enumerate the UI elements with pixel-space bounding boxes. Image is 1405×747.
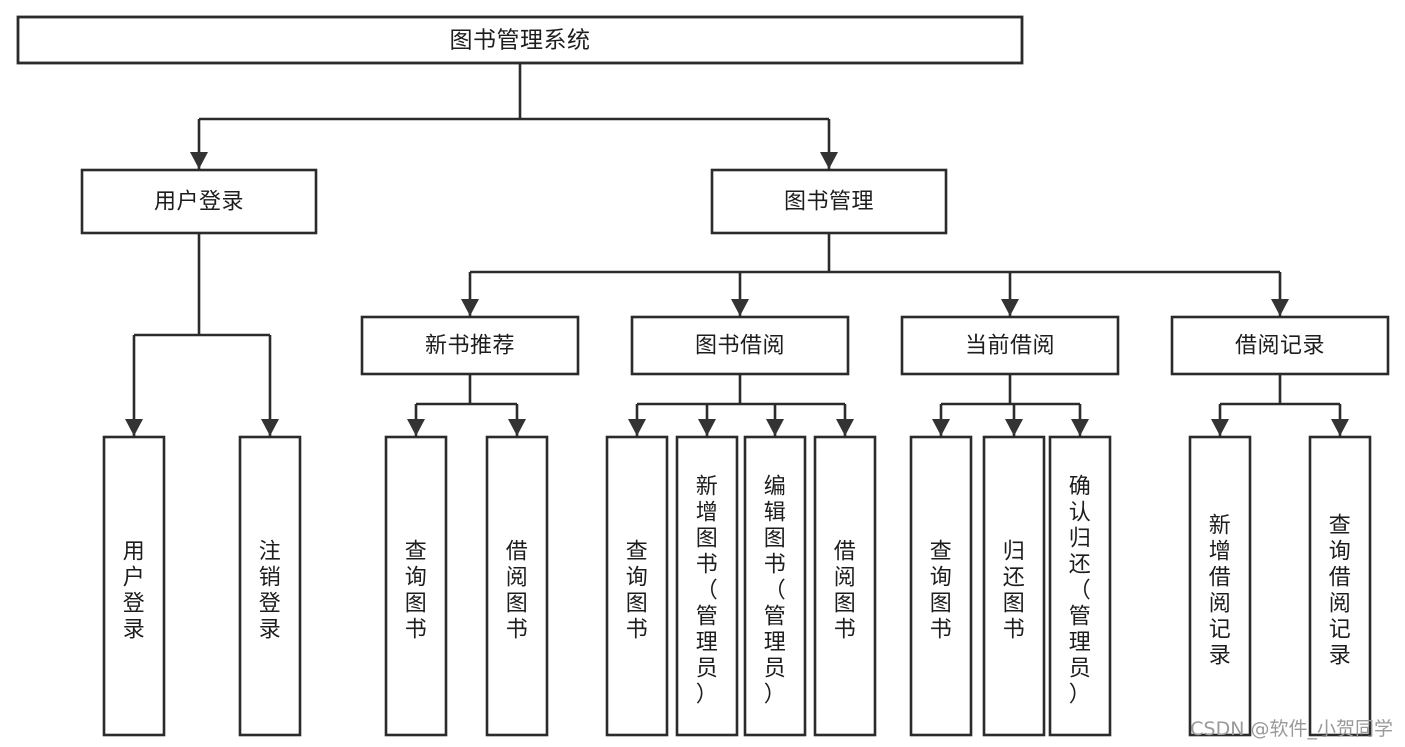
node-leaf-2-label: 查询图书 (405, 540, 428, 643)
node-level2-0-label: 用户登录 (154, 190, 244, 215)
node-level3-3[interactable]: 借阅记录 (1170, 315, 1390, 376)
node-level2-1-rect (710, 168, 948, 235)
conn-bookmgmt-arrow-2 (1001, 299, 1019, 316)
node-leaf-0[interactable]: 用户登录 (102, 435, 166, 737)
conn-l3-0-arrow-1 (508, 419, 526, 436)
conn-bookmgmt-arrow-3 (1271, 299, 1289, 316)
conn-l3-1-arrow-1 (698, 419, 716, 436)
conn-userlogin-arrow-0 (125, 419, 143, 436)
node-level3-1[interactable]: 图书借阅 (630, 315, 850, 376)
node-leaf-9-rect (982, 435, 1046, 737)
node-leaf-2[interactable]: 查询图书 (384, 435, 448, 737)
node-leaf-1[interactable]: 注销登录 (238, 435, 302, 737)
node-leaf-8-rect (909, 435, 973, 737)
conn-userlogin-arrow-1 (261, 419, 279, 436)
node-level2-1[interactable]: 图书管理 (710, 168, 948, 235)
node-leaf-0-rect (102, 435, 166, 737)
node-leaf-11[interactable]: 新增借阅记录 (1188, 435, 1252, 737)
node-leaf-1-label: 注销登录 (259, 540, 282, 643)
node-level3-1-rect (630, 315, 850, 376)
node-leaf-12-rect (1308, 435, 1372, 737)
node-leaf-3[interactable]: 借阅图书 (485, 435, 549, 737)
node-leaf-10-rect (1048, 435, 1112, 737)
node-leaf-7-rect (813, 435, 877, 737)
node-leaf-4-label: 查询图书 (626, 540, 649, 643)
node-leaf-3-rect (485, 435, 549, 737)
conn-root-arrow-0 (190, 152, 208, 169)
node-root-图书管理系统-label: 图书管理系统 (450, 28, 591, 54)
node-leaf-10-label: 确认归还（管理员） (1069, 475, 1092, 708)
connectors-layer (125, 63, 1349, 436)
node-level3-0-label: 新书推荐 (425, 334, 515, 359)
node-level3-2-rect (900, 315, 1120, 376)
conn-l3-1-arrow-2 (766, 419, 784, 436)
node-leaf-5-label: 新增图书（管理员） (696, 475, 719, 708)
node-level3-1-label: 图书借阅 (695, 334, 785, 359)
conn-root-arrow-1 (820, 152, 838, 169)
conn-l3-2-arrow-2 (1071, 419, 1089, 436)
node-leaf-7[interactable]: 借阅图书 (813, 435, 877, 737)
node-leaf-2-rect (384, 435, 448, 737)
conn-l3-0-arrow-0 (407, 419, 425, 436)
node-root-图书管理系统-rect (16, 15, 1024, 65)
node-leaf-5[interactable]: 新增图书（管理员） (675, 435, 739, 737)
nodes-layer: 图书管理系统用户登录图书管理新书推荐图书借阅当前借阅借阅记录用户登录注销登录查询… (16, 15, 1390, 737)
node-level3-3-label: 借阅记录 (1235, 334, 1325, 359)
node-leaf-12[interactable]: 查询借阅记录 (1308, 435, 1372, 737)
node-leaf-9[interactable]: 归还图书 (982, 435, 1046, 737)
node-level3-2-label: 当前借阅 (965, 334, 1055, 359)
node-leaf-4[interactable]: 查询图书 (605, 435, 669, 737)
node-leaf-6-rect (743, 435, 807, 737)
node-level2-0[interactable]: 用户登录 (80, 168, 318, 235)
conn-l3-3-arrow-1 (1331, 419, 1349, 436)
conn-l3-1-arrow-0 (628, 419, 646, 436)
node-leaf-7-label: 借阅图书 (834, 540, 857, 643)
conn-l3-2-arrow-1 (1005, 419, 1023, 436)
node-leaf-12-label: 查询借阅记录 (1329, 514, 1352, 669)
conn-bookmgmt-arrow-1 (731, 299, 749, 316)
node-leaf-6[interactable]: 编辑图书（管理员） (743, 435, 807, 737)
node-level2-1-label: 图书管理 (784, 190, 874, 215)
conn-bookmgmt-arrow-0 (461, 299, 479, 316)
node-leaf-8-label: 查询图书 (930, 540, 953, 643)
node-leaf-11-label: 新增借阅记录 (1209, 514, 1232, 669)
node-root-图书管理系统[interactable]: 图书管理系统 (16, 15, 1024, 65)
node-level2-0-rect (80, 168, 318, 235)
conn-l3-2-arrow-0 (932, 419, 950, 436)
conn-l3-3-arrow-0 (1211, 419, 1229, 436)
conn-l3-1-arrow-3 (836, 419, 854, 436)
node-level3-0[interactable]: 新书推荐 (360, 315, 580, 376)
node-leaf-3-label: 借阅图书 (506, 540, 529, 643)
node-leaf-8[interactable]: 查询图书 (909, 435, 973, 737)
node-leaf-10[interactable]: 确认归还（管理员） (1048, 435, 1112, 737)
node-leaf-5-rect (675, 435, 739, 737)
node-leaf-9-label: 归还图书 (1003, 540, 1026, 643)
node-leaf-4-rect (605, 435, 669, 737)
node-level3-0-rect (360, 315, 580, 376)
node-level3-2[interactable]: 当前借阅 (900, 315, 1120, 376)
node-leaf-6-label: 编辑图书（管理员） (764, 475, 787, 708)
node-level3-3-rect (1170, 315, 1390, 376)
node-leaf-1-rect (238, 435, 302, 737)
node-leaf-11-rect (1188, 435, 1252, 737)
node-leaf-0-label: 用户登录 (123, 540, 146, 643)
